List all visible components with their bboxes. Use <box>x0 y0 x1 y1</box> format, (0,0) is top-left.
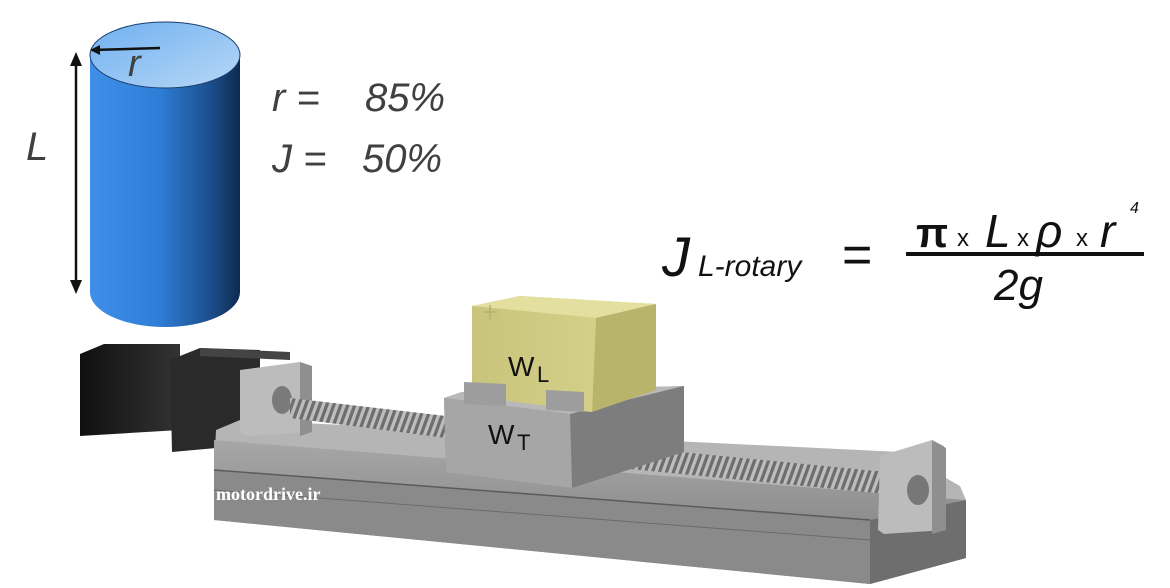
formula-exponent: 4 <box>1130 200 1139 217</box>
load-label-main: W <box>508 351 535 382</box>
right-bearing-block <box>878 440 946 534</box>
formula-rho: ρ <box>1034 205 1062 257</box>
formula-length: L <box>985 205 1011 257</box>
linear-stage: W T W L <box>80 296 966 584</box>
formula-times-3: x <box>1076 225 1088 252</box>
formula-lhs-main: J <box>661 225 691 288</box>
table-clamps <box>464 382 584 412</box>
left-bearing-block <box>240 362 312 436</box>
formula-radius: r <box>1100 205 1117 257</box>
cylinder: r <box>89 21 241 327</box>
length-label: L <box>26 125 48 169</box>
cursor-icon <box>483 305 497 320</box>
formula-equals: = <box>842 226 872 284</box>
servo-motor <box>80 344 290 452</box>
formula-denominator: 2g <box>993 261 1043 310</box>
radius-line <box>91 46 161 52</box>
load-label-sub: L <box>537 362 549 387</box>
radius-label: r <box>128 43 142 85</box>
ball-screw <box>290 398 886 494</box>
formula-pi: π <box>916 209 948 256</box>
inertia-formula: J L-rotary = π x L x ρ x r 4 2g <box>661 200 1144 310</box>
length-arrow-top <box>70 52 82 66</box>
r-change-value: 85% <box>365 76 445 120</box>
length-dimension: L <box>26 52 82 294</box>
watermark: motordrive.ir <box>216 484 320 504</box>
formula-times-1: x <box>957 225 969 252</box>
table-label-sub: T <box>517 430 530 455</box>
length-arrow-bottom <box>70 280 82 294</box>
radius-arrowhead <box>90 45 100 55</box>
j-change-label: J = <box>271 137 326 181</box>
j-change-value: 50% <box>362 137 442 181</box>
r-change-label: r = <box>272 76 320 120</box>
formula-lhs-sub: L-rotary <box>698 250 803 283</box>
formula-times-2: x <box>1017 225 1029 252</box>
table-label-main: W <box>488 419 515 450</box>
parameter-changes: r = 85% J = 50% <box>271 76 445 181</box>
